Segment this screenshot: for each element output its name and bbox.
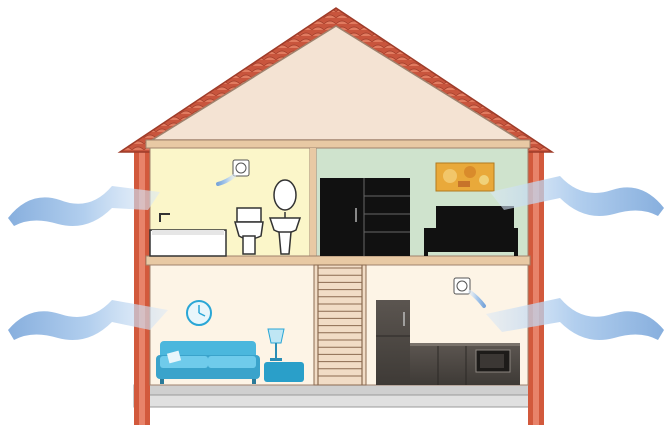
interior-wall-upper <box>310 148 316 256</box>
oven-icon <box>476 350 510 372</box>
staircase-icon <box>314 265 366 385</box>
foundation <box>134 385 538 407</box>
clock-icon <box>187 301 211 325</box>
sofa-icon <box>156 341 260 384</box>
bed-icon <box>424 206 518 256</box>
mirror-icon <box>274 180 296 210</box>
painting-icon <box>436 163 494 191</box>
side-table-icon <box>264 362 304 382</box>
floor-beam <box>146 256 530 265</box>
ceiling-beam <box>146 140 530 148</box>
wardrobe-icon <box>320 178 410 256</box>
fridge-icon <box>376 300 410 385</box>
roof <box>120 8 552 152</box>
attic <box>152 26 520 140</box>
